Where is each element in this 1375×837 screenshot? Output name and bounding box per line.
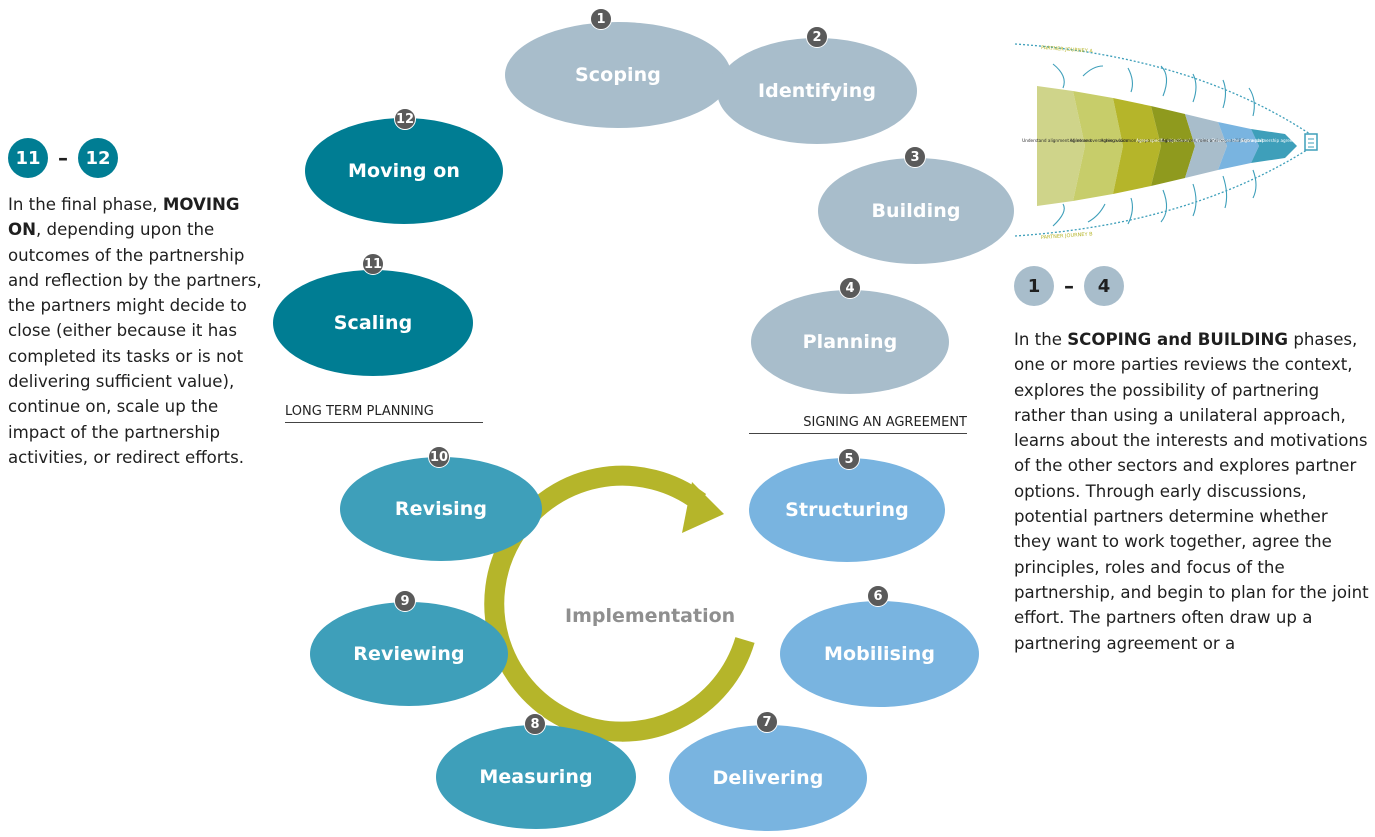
partner-journey-graphic: PARTNER JOURNEY A PARTNER JOURNEY B Unde… xyxy=(1013,36,1343,246)
phase-mobilising: Mobilising xyxy=(780,601,979,707)
phase-label: Measuring xyxy=(479,766,593,788)
phase-number-badge: 8 xyxy=(524,713,546,735)
scoping-phase-description: In the SCOPING and BUILDING phases, one … xyxy=(1014,327,1370,656)
phase-label: Planning xyxy=(802,331,898,353)
range-dash: – xyxy=(1064,274,1074,298)
journey-step-2 xyxy=(1073,91,1123,201)
range-end-badge: 4 xyxy=(1084,266,1124,306)
journey-step-3-label: Agree a common purpose/ mission xyxy=(1101,138,1174,143)
journey-step-7 xyxy=(1251,129,1297,163)
range-header-1-4: 1 – 4 xyxy=(1014,266,1124,306)
scoping-phase-intro: In the xyxy=(1014,330,1068,349)
phase-label: Identifying xyxy=(757,80,877,102)
range-end-badge: 12 xyxy=(78,138,118,178)
journey-step-7-label: Sign a partnership agreement xyxy=(1241,138,1304,143)
range-dash: – xyxy=(58,146,68,170)
journey-step-4 xyxy=(1151,106,1195,186)
phase-reviewing: Reviewing xyxy=(310,602,508,706)
scoping-phase-bold: SCOPING and BUILDING xyxy=(1067,330,1289,349)
phase-label: Delivering xyxy=(712,767,824,789)
phase-label: Moving on xyxy=(347,160,461,182)
phase-number-badge: 12 xyxy=(394,108,416,130)
phase-label: Reviewing xyxy=(353,643,465,665)
agreement-document-icon xyxy=(1304,133,1318,151)
range-header-11-12: 11 – 12 xyxy=(8,138,118,178)
phase-label: Scoping xyxy=(575,64,661,86)
phase-delivering: Delivering xyxy=(669,725,867,831)
journey-step-2-label: Agree an overarching vision xyxy=(1070,138,1129,143)
signing-agreement-divider: SIGNING AN AGREEMENT xyxy=(749,415,967,434)
phase-building: Building xyxy=(818,158,1014,264)
scoping-phase-body: phases, one or more parties reviews the … xyxy=(1014,330,1369,653)
phase-label: Mobilising xyxy=(823,643,936,665)
range-start-badge: 1 xyxy=(1014,266,1054,306)
final-phase-bold: MOVING ON xyxy=(8,195,240,240)
journey-step-5-label: Agree resources, roles and responsibilit… xyxy=(1162,138,1251,143)
phase-measuring: Measuring xyxy=(436,725,636,829)
phase-number-badge: 2 xyxy=(806,26,828,48)
phase-scoping: Scoping xyxy=(505,22,731,128)
phase-label: Building xyxy=(871,200,961,222)
journey-step-6-label: Structure the partnership xyxy=(1211,138,1265,143)
journey-step-5 xyxy=(1185,114,1227,178)
phase-moving-on: Moving on xyxy=(305,118,503,224)
phase-number-badge: 1 xyxy=(590,8,612,30)
journey-step-4-label: Agree specific objectives/ activities xyxy=(1136,138,1210,143)
phase-scaling: Scaling xyxy=(273,270,473,376)
journey-label-a: PARTNER JOURNEY A xyxy=(1041,45,1094,55)
final-phase-body: , depending upon the outcomes of the par… xyxy=(8,220,262,467)
phase-number-badge: 3 xyxy=(904,146,926,168)
implementation-label: Implementation xyxy=(565,605,736,627)
journey-step-3 xyxy=(1113,98,1161,194)
long-term-planning-divider: LONG TERM PLANNING xyxy=(285,404,483,423)
phase-number-badge: 9 xyxy=(394,590,416,612)
phase-label: Revising xyxy=(394,498,488,520)
journey-label-b: PARTNER JOURNEY B xyxy=(1041,231,1094,241)
final-phase-description: In the final phase, MOVING ON, depending… xyxy=(8,192,268,470)
phase-label: Structuring xyxy=(785,499,909,521)
phase-number-badge: 7 xyxy=(756,711,778,733)
phase-number-badge: 5 xyxy=(838,448,860,470)
phase-number-badge: 6 xyxy=(867,585,889,607)
phase-structuring: Structuring xyxy=(749,458,945,562)
range-start-badge: 11 xyxy=(8,138,48,178)
final-phase-intro: In the final phase, xyxy=(8,195,158,214)
phase-label: Scaling xyxy=(333,312,413,334)
phase-planning: Planning xyxy=(751,290,949,394)
phase-number-badge: 4 xyxy=(839,277,861,299)
phase-number-badge: 10 xyxy=(428,446,450,468)
journey-step-6 xyxy=(1218,122,1259,170)
phase-identifying: Identifying xyxy=(717,38,917,144)
phase-revising: Revising xyxy=(340,457,542,561)
journey-step-1-label: Understand alignment of interest xyxy=(1022,138,1092,143)
journey-step-1 xyxy=(1037,86,1085,206)
phase-number-badge: 11 xyxy=(362,253,384,275)
